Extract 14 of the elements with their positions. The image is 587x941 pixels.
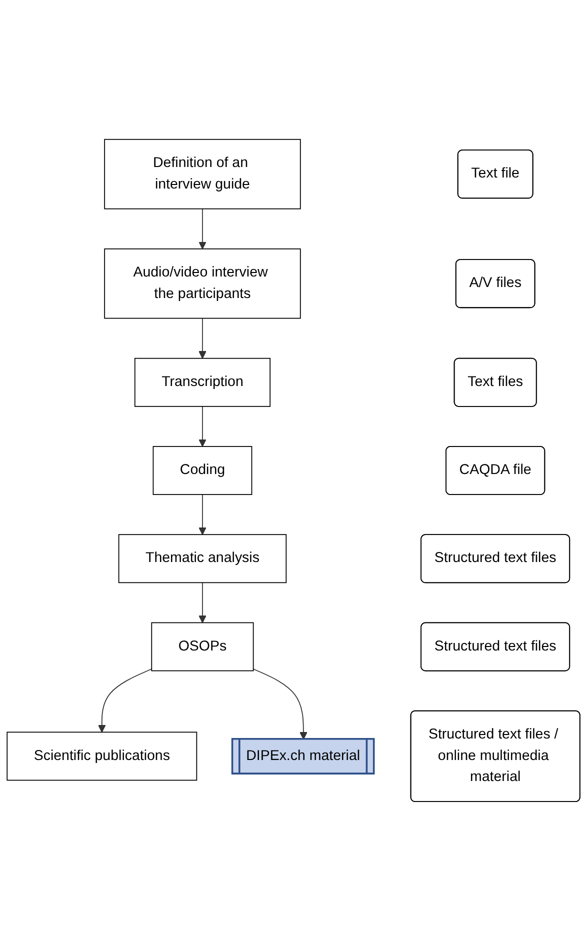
node-box: Thematic analysis	[118, 534, 287, 584]
arrow	[198, 406, 206, 447]
node-box: OSOPs	[151, 622, 254, 672]
arrow	[198, 582, 206, 624]
node-box: Scientific publications	[6, 732, 198, 781]
arrow	[198, 208, 206, 250]
arrow	[198, 494, 206, 535]
node-box: Transcription	[134, 358, 271, 407]
arrow	[198, 318, 206, 359]
arrow	[98, 668, 152, 733]
node-box: Coding	[152, 446, 252, 495]
node-box: Definition of an interview guide	[104, 138, 301, 210]
arrow	[252, 668, 308, 740]
node-box: Audio/video interview the participants	[104, 248, 301, 319]
